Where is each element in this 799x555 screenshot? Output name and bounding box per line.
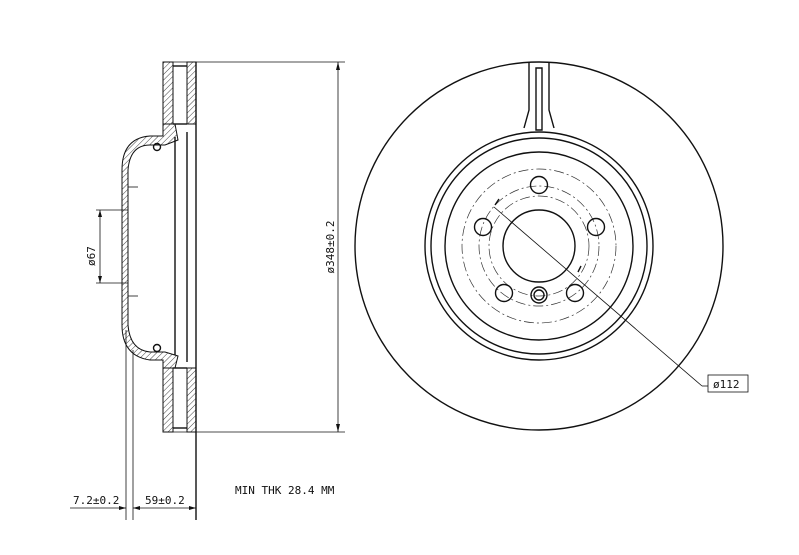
friction-ring-right-bottom (186, 367, 197, 433)
hat-section (121, 123, 179, 369)
bolt-hole (586, 217, 606, 237)
wear-slot (523, 62, 555, 129)
friction-ring-left-top (162, 61, 174, 125)
outer-edge (354, 61, 724, 431)
center-bore (502, 209, 576, 283)
friction-ring-right-top (186, 61, 197, 125)
height-label: 59±0.2 (145, 494, 185, 507)
side-view: ø348±0.2 ø67 7.2±0.2 59±0.2 MIN THK 28.4… (70, 61, 345, 520)
min-thickness-label: MIN THK 28.4 MM (235, 484, 335, 497)
center-bore-label: ø67 (85, 246, 98, 266)
outer-diameter-label: ø348±0.2 (324, 221, 337, 274)
offset-label: 7.2±0.2 (73, 494, 119, 507)
rivet-bottom (152, 343, 162, 353)
friction-ring-left-bottom (162, 367, 174, 433)
bolt-hole (529, 175, 549, 195)
bolt-circle-label-box (707, 374, 749, 393)
bolt-circle-label: ø112 (713, 378, 740, 391)
bolt-circle (478, 185, 600, 307)
bolt-hole (494, 283, 514, 303)
rivet-top (152, 142, 162, 152)
locating-pin-hole (530, 286, 548, 304)
bolt-hole (473, 217, 493, 237)
bolt-hole (565, 283, 585, 303)
front-view: ø112 (354, 61, 749, 431)
